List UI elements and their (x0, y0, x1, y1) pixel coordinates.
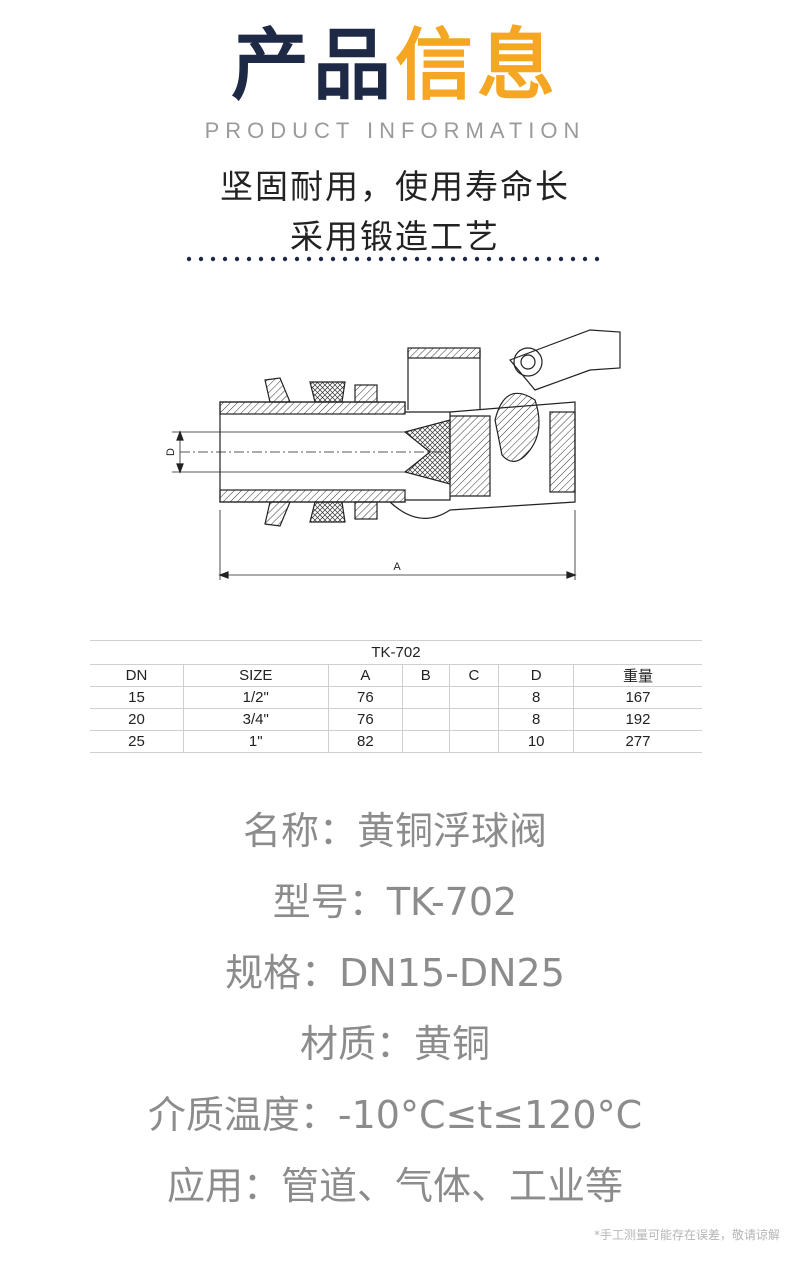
info-model: 型号：TK-702 (0, 871, 790, 926)
info-spec-label: 规格： (225, 951, 340, 995)
table-cell: 277 (572, 730, 702, 753)
table-cell: 167 (572, 686, 702, 709)
valve-technical-drawing: A D (165, 329, 621, 580)
divider-dot (246, 256, 252, 262)
info-usage-value: 管道、气体、工业等 (281, 1164, 624, 1208)
info-usage-label: 应用： (166, 1164, 281, 1208)
divider-dot (546, 256, 552, 262)
table-row: 20 3/4" 76 8 192 (90, 708, 702, 731)
table-cell: 10 (498, 730, 574, 753)
divider-dot (342, 256, 348, 262)
table-cell: 8 (498, 686, 574, 709)
divider-dot (558, 256, 564, 262)
table-cell (448, 686, 499, 709)
info-name-label: 名称： (242, 809, 357, 853)
table-cell: 25 (90, 730, 184, 753)
col-header-b: B (402, 664, 450, 687)
tagline-durable: 坚固耐用，使用寿命长 (220, 167, 570, 206)
table-cell (448, 730, 499, 753)
info-temperature: 介质温度：-10°C≤t≤120°C (0, 1084, 790, 1139)
table-cell: 76 (327, 686, 403, 709)
table-cell: 192 (572, 708, 702, 731)
divider-dot (438, 256, 444, 262)
divider-dot (402, 256, 408, 262)
info-spec-value: DN15-DN25 (339, 951, 565, 995)
divider-dot (318, 256, 324, 262)
info-material-label: 材质： (299, 1022, 414, 1066)
divider-dot (390, 256, 396, 262)
divider-dot (582, 256, 588, 262)
info-name: 名称：黄铜浮球阀 (0, 800, 790, 855)
divider-dot (330, 256, 336, 262)
col-header-a: A (327, 664, 403, 687)
divider-dot (510, 256, 516, 262)
divider-dot (426, 256, 432, 262)
divider-dot (294, 256, 300, 262)
divider-dot (450, 256, 456, 262)
table-cell (402, 686, 450, 709)
col-header-c: C (448, 664, 499, 687)
table-cell: 20 (90, 708, 184, 731)
col-header-d: D (498, 664, 574, 687)
title-part-1: 产品 (230, 21, 395, 111)
dimension-a-label: A (393, 561, 401, 573)
divider-dot (270, 256, 276, 262)
divider-dot (234, 256, 240, 262)
info-temperature-label: 介质温度： (147, 1093, 338, 1137)
table-cell: 8 (498, 708, 574, 731)
table-cell (402, 730, 450, 753)
col-header-dn: DN (90, 664, 184, 687)
title-part-2: 信息 (395, 21, 560, 111)
english-subtitle: PRODUCT INFORMATION (204, 118, 586, 143)
divider-dot (282, 256, 288, 262)
info-material: 材质：黄铜 (0, 1013, 790, 1068)
divider-dot (462, 256, 468, 262)
table-cell: 1/2" (182, 686, 329, 709)
divider-dot (474, 256, 480, 262)
spec-table-header-row: DN SIZE A B C D 重量 (90, 664, 702, 687)
col-header-size: SIZE (182, 664, 329, 687)
divider-dot (594, 256, 600, 262)
divider-dot (354, 256, 360, 262)
table-cell: 76 (327, 708, 403, 731)
measurement-note: *手工测量可能存在误差，敬请谅解 (593, 1228, 780, 1242)
table-cell: 1" (182, 730, 329, 753)
table-row: 15 1/2" 76 8 167 (90, 686, 702, 709)
divider-dot (222, 256, 228, 262)
divider-dot (570, 256, 576, 262)
table-row: 25 1" 82 10 277 (90, 730, 702, 753)
info-model-value: TK-702 (386, 880, 518, 924)
info-usage: 应用：管道、气体、工业等 (0, 1155, 790, 1210)
divider-dot (186, 256, 192, 262)
table-cell: 82 (327, 730, 403, 753)
divider-dot (498, 256, 504, 262)
table-cell: 15 (90, 686, 184, 709)
divider-dot (378, 256, 384, 262)
divider-dot (414, 256, 420, 262)
spec-table: TK-702 DN SIZE A B C D 重量 15 1/2" 76 8 1… (90, 640, 702, 753)
info-material-value: 黄铜 (414, 1022, 491, 1066)
dimension-d-label: D (165, 448, 177, 456)
tagline-forged: 采用锻造工艺 (290, 217, 500, 256)
table-cell (448, 708, 499, 731)
spec-table-caption: TK-702 (90, 640, 702, 665)
info-name-value: 黄铜浮球阀 (357, 809, 548, 853)
divider-dot (210, 256, 216, 262)
divider-dot (366, 256, 372, 262)
divider-dot (486, 256, 492, 262)
divider-dot (258, 256, 264, 262)
dotted-divider (186, 256, 600, 262)
table-cell (402, 708, 450, 731)
info-model-label: 型号： (272, 880, 387, 924)
info-spec: 规格：DN15-DN25 (0, 942, 790, 997)
divider-dot (198, 256, 204, 262)
info-temperature-value: -10°C≤t≤120°C (337, 1093, 643, 1137)
divider-dot (306, 256, 312, 262)
divider-dot (534, 256, 540, 262)
table-cell: 3/4" (182, 708, 329, 731)
divider-dot (522, 256, 528, 262)
page-title: 产品信息 (0, 18, 790, 114)
col-header-weight: 重量 (572, 664, 702, 687)
